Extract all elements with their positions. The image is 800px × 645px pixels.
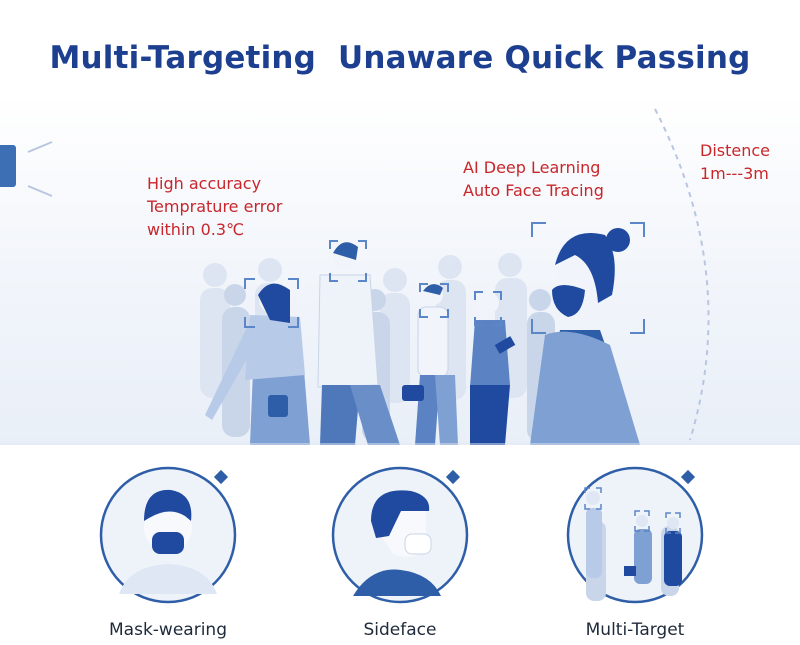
multi-target-icon — [566, 466, 704, 604]
feature-label-sideface: Sideface — [363, 620, 437, 640]
signal-lines-icon — [27, 141, 53, 197]
mask-face-icon — [99, 466, 237, 604]
distance-annotation: Distence 1m---3m — [700, 141, 770, 183]
person-man-tall — [317, 242, 400, 445]
feature-label-multi-target: Multi-Target — [585, 620, 685, 640]
hero-illustration — [0, 95, 800, 445]
crowd-illustration — [0, 108, 800, 445]
person-phone — [470, 292, 516, 445]
person-woman-foreground — [530, 228, 640, 445]
side-tab-marker — [0, 145, 16, 187]
deep-learning-annotation: AI Deep Learning Auto Face Tracing — [463, 158, 604, 200]
distance-arc — [654, 108, 710, 441]
accuracy-annotation: High accuracy Temprature error within 0.… — [147, 174, 283, 239]
person-man-bag — [402, 284, 458, 445]
sideface-icon — [331, 466, 469, 604]
feature-label-mask: Mask-wearing — [109, 620, 227, 640]
person-woman — [205, 283, 310, 445]
page-title: Multi-Targeting Unaware Quick Passing — [49, 40, 751, 76]
